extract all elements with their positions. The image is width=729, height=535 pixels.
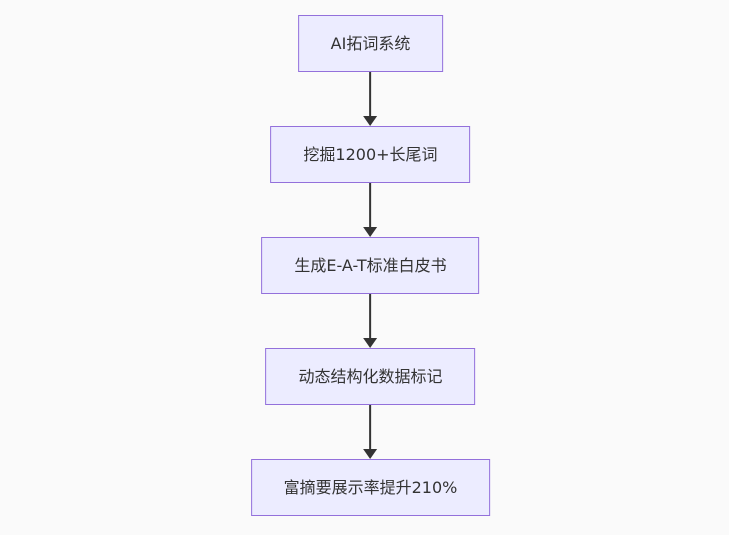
flow-node-label: 挖掘1200+长尾词	[303, 145, 438, 164]
flow-node-step-1: AI拓词系统	[297, 15, 444, 72]
flow-edge-2	[363, 183, 378, 237]
edge-line	[369, 405, 372, 450]
flowchart: AI拓词系统 挖掘1200+长尾词 生成E-A-T标准白皮书 动态结构化数据标记	[250, 15, 491, 516]
edge-line	[369, 72, 372, 117]
flow-node-label: 生成E-A-T标准白皮书	[294, 256, 447, 275]
flow-node-step-2: 挖掘1200+长尾词	[270, 126, 471, 183]
flow-node-label: 富摘要展示率提升210%	[283, 478, 458, 497]
flow-edge-1	[363, 72, 378, 126]
flow-node-step-3: 生成E-A-T标准白皮书	[261, 237, 480, 294]
flow-node-step-5: 富摘要展示率提升210%	[250, 459, 491, 516]
arrowhead-down-icon	[363, 449, 378, 459]
flow-edge-4	[363, 405, 378, 459]
edge-line	[369, 183, 372, 228]
arrowhead-down-icon	[363, 116, 378, 126]
flow-node-label: 动态结构化数据标记	[298, 367, 443, 386]
flow-node-step-4: 动态结构化数据标记	[265, 348, 476, 405]
arrowhead-down-icon	[363, 338, 378, 348]
arrowhead-down-icon	[363, 227, 378, 237]
edge-line	[369, 294, 372, 339]
flow-node-label: AI拓词系统	[330, 34, 411, 53]
flow-edge-3	[363, 294, 378, 348]
